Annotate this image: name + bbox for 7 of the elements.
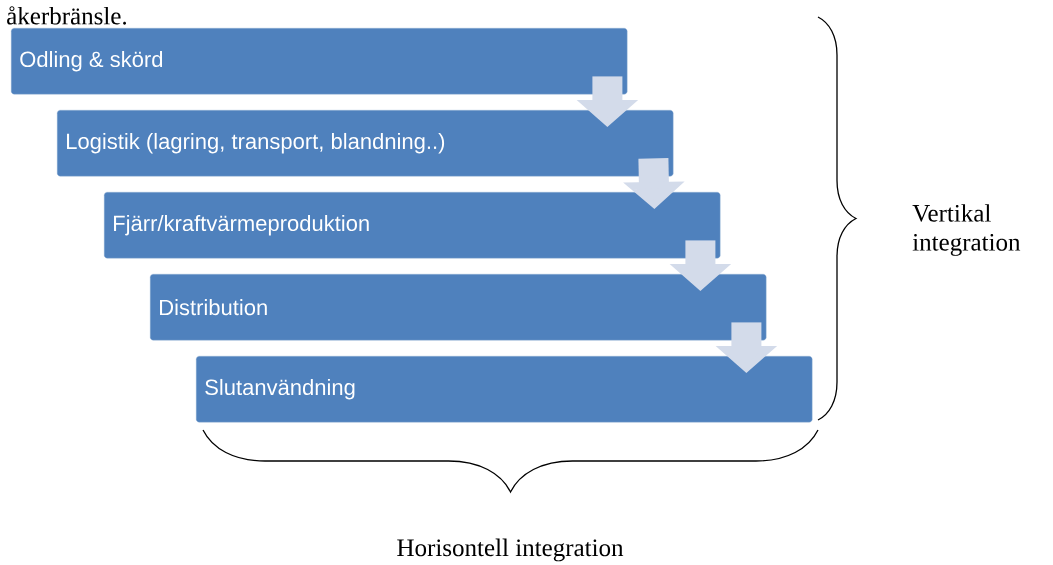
process-box: Fjärr/kraftvärmeproduktion [104, 192, 721, 259]
process-box: Logistik (lagring, transport, blandning..) [57, 110, 674, 177]
process-box: Distribution [150, 274, 767, 341]
process-box: Slutanvändning [196, 356, 813, 423]
process-box: Odling & skörd [11, 28, 628, 95]
label-text: Vertikal integration [912, 204, 1021, 256]
label-text: Horisontell integration [397, 538, 624, 562]
